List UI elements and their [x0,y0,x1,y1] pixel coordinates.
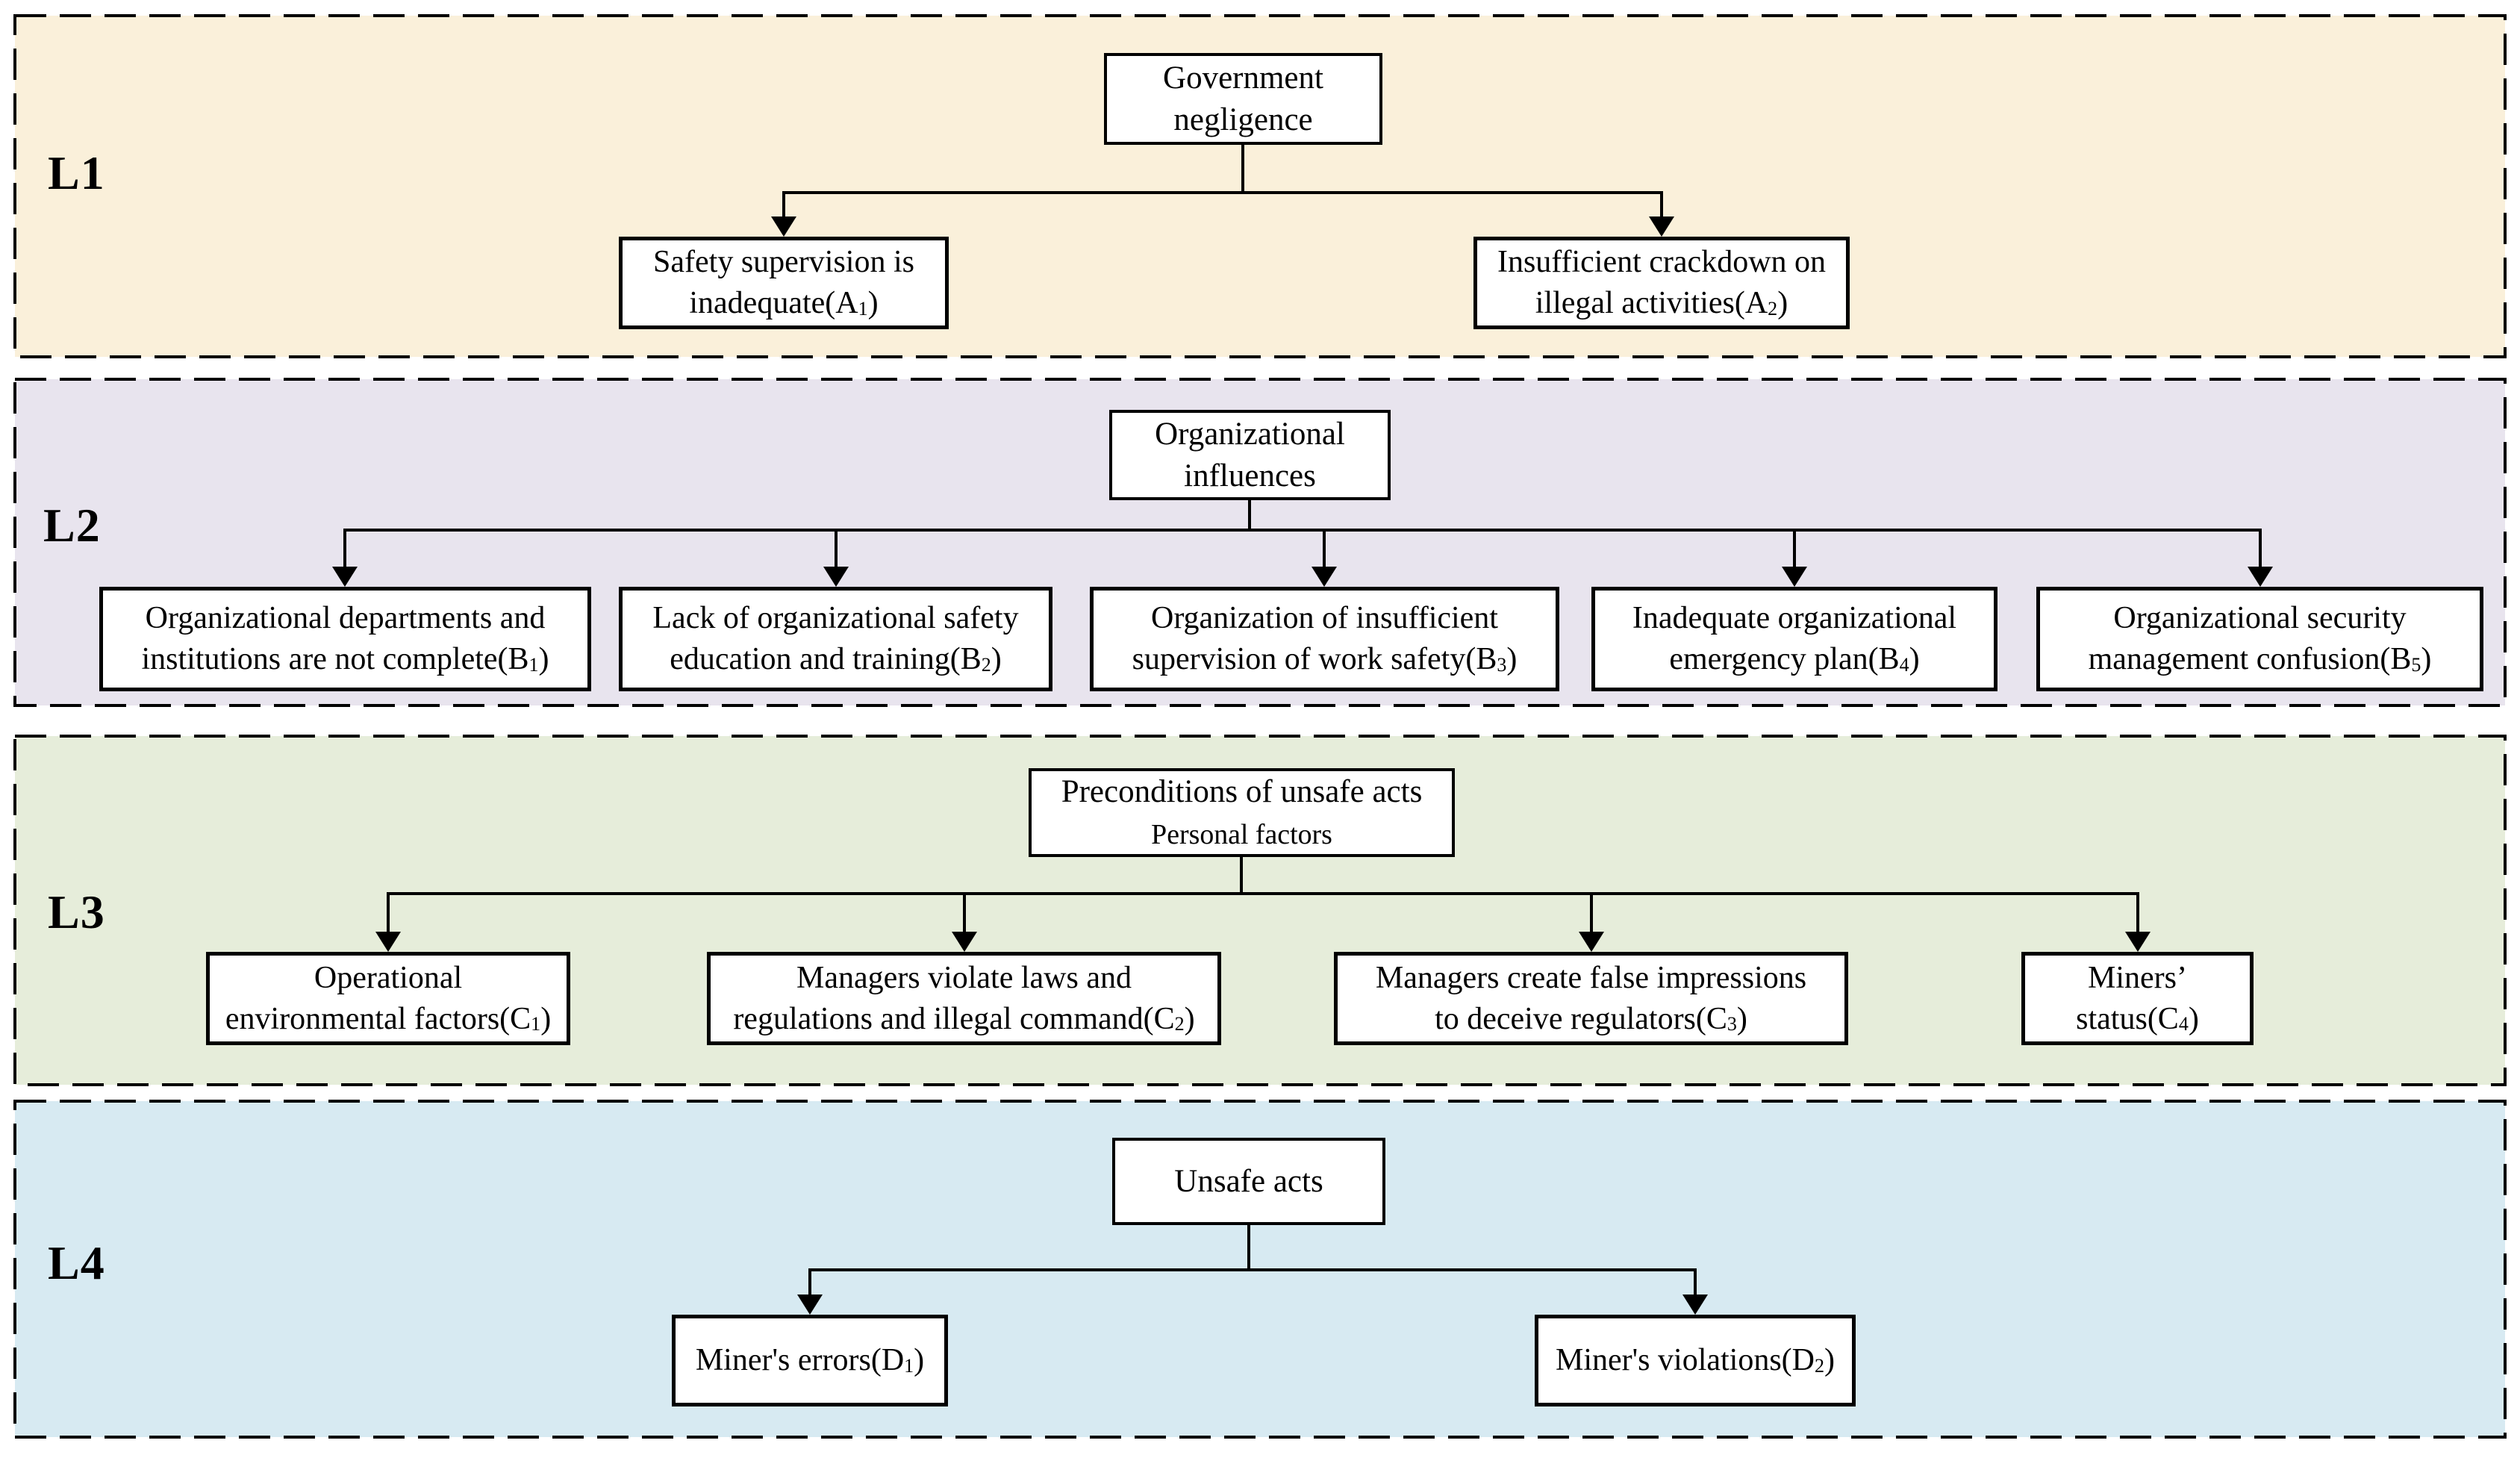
arrowhead-d2 [1682,1295,1708,1315]
arrowhead-a1 [771,216,796,237]
arrowhead-d1 [797,1295,823,1315]
band-label-l1: L1 [48,146,105,199]
arrowhead-b5 [2248,567,2273,587]
arrowhead-b1 [332,567,358,587]
node-d1: Miner's errors(D1) [672,1315,948,1406]
arrowhead-c4 [2125,932,2151,952]
arrowhead-b2 [823,567,849,587]
connector-l1 [782,145,1663,219]
arrowhead-a2 [1649,216,1674,237]
arrowhead-b3 [1312,567,1337,587]
band-label-l2: L2 [43,499,101,552]
node-d2: Miner's violations(D2) [1535,1315,1856,1406]
band-label-l4: L4 [48,1236,105,1289]
connector-l2 [343,499,2262,570]
node-unsafe-acts: Unsafe acts [1112,1138,1385,1225]
arrowhead-c2 [952,932,977,952]
band-label-l3: L3 [48,885,105,938]
arrowhead-c3 [1579,932,1604,952]
arrowhead-b4 [1782,567,1807,587]
arrowhead-c1 [375,932,401,952]
connector-l4 [808,1224,1697,1297]
node-c4: Miners’status(C4) [2021,952,2254,1045]
connector-l3 [387,856,2139,935]
